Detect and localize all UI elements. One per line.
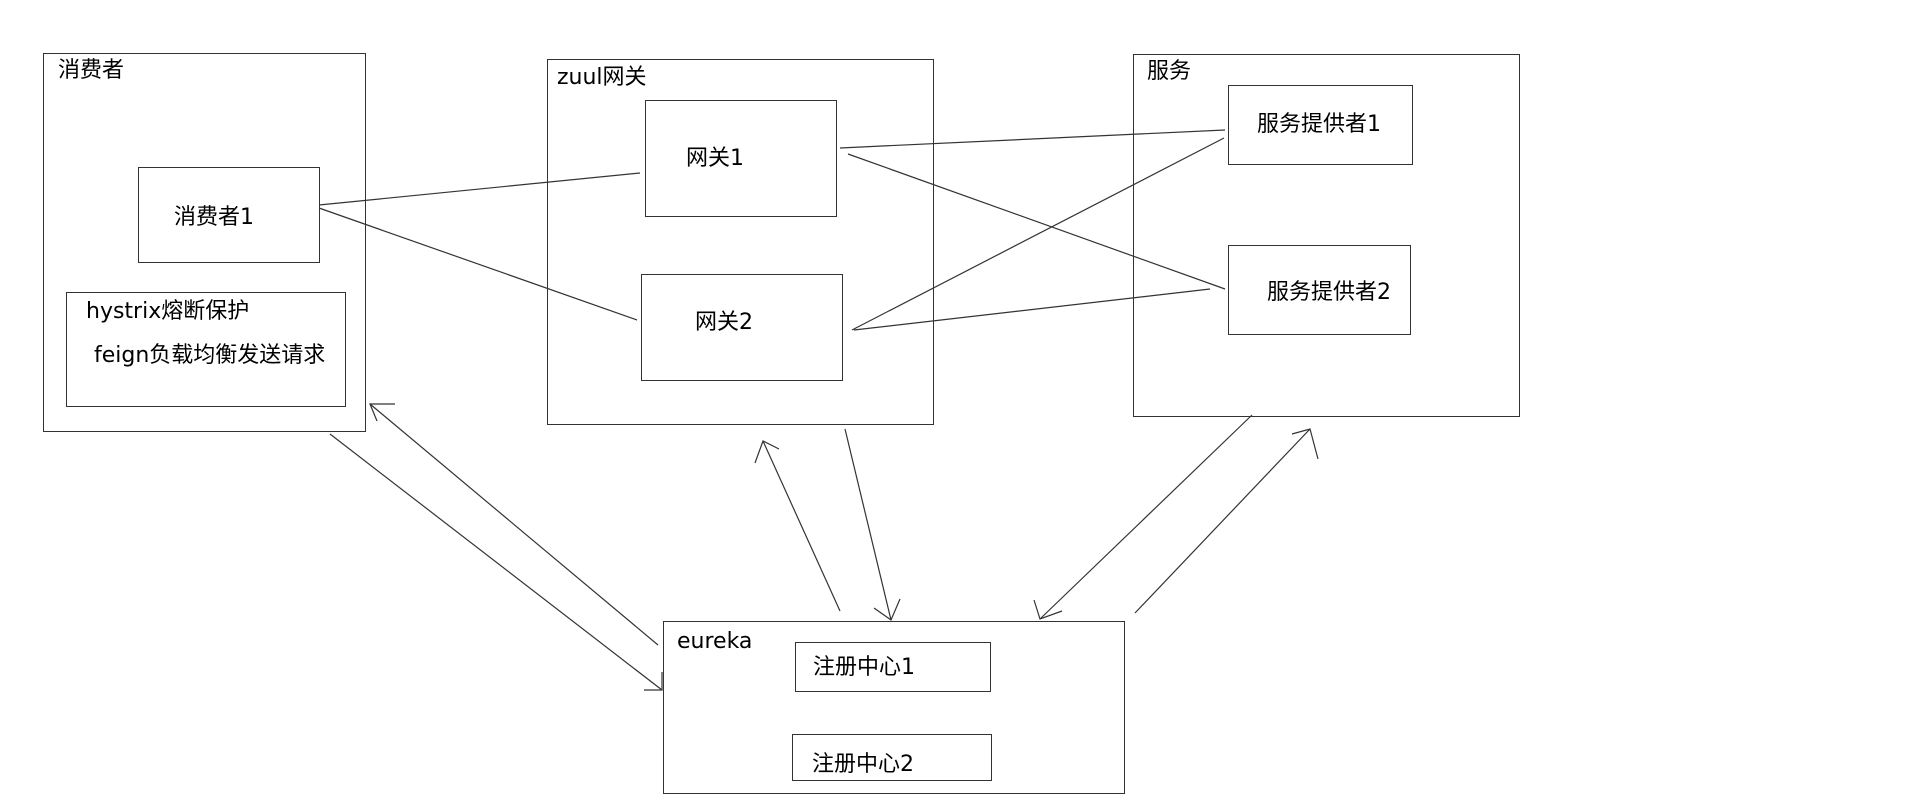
arrowhead-eureka-from-service xyxy=(1033,599,1063,620)
gateway2-label: 网关2 xyxy=(695,310,753,335)
hystrix-feign-node xyxy=(66,292,346,407)
edge-service-to-eureka xyxy=(1039,414,1253,620)
gateway2-node xyxy=(641,274,843,381)
arrowhead-eureka-from-gateway xyxy=(873,598,901,621)
consumer-group-title: 消费者 xyxy=(58,58,125,83)
edge-consumer-to-eureka xyxy=(329,433,663,691)
arrowhead-eureka-from-consumer xyxy=(644,672,663,691)
provider2-label: 服务提供者2 xyxy=(1267,280,1391,305)
gateway1-label: 网关1 xyxy=(686,146,744,171)
feign-label: feign负载均衡发送请求 xyxy=(94,343,326,368)
registry1-node xyxy=(795,642,991,692)
registry1-label: 注册中心1 xyxy=(813,655,915,680)
arrowhead-service-from-eureka xyxy=(1291,428,1319,460)
eureka-group-title: eureka xyxy=(677,629,753,654)
gateway-group-title: zuul网关 xyxy=(557,65,647,90)
service-group-title: 服务 xyxy=(1147,59,1192,84)
edge-eureka-to-consumer xyxy=(369,403,659,646)
registry2-node xyxy=(792,734,992,781)
provider1-node xyxy=(1228,85,1413,165)
provider2-node xyxy=(1228,245,1411,335)
arrowhead-gateway-from-eureka xyxy=(754,440,780,464)
registry2-label: 注册中心2 xyxy=(812,752,914,777)
provider1-label: 服务提供者1 xyxy=(1257,112,1381,137)
consumer1-label: 消费者1 xyxy=(174,205,254,230)
edge-gateway-to-eureka xyxy=(844,428,892,621)
arrowhead-consumer-from-eureka xyxy=(369,403,395,422)
gateway1-node xyxy=(645,100,837,217)
edge-eureka-to-service xyxy=(1134,428,1311,614)
edge-eureka-to-gateway xyxy=(762,440,841,612)
hystrix-label: hystrix熔断保护 xyxy=(86,299,250,324)
eureka-group xyxy=(663,621,1125,794)
